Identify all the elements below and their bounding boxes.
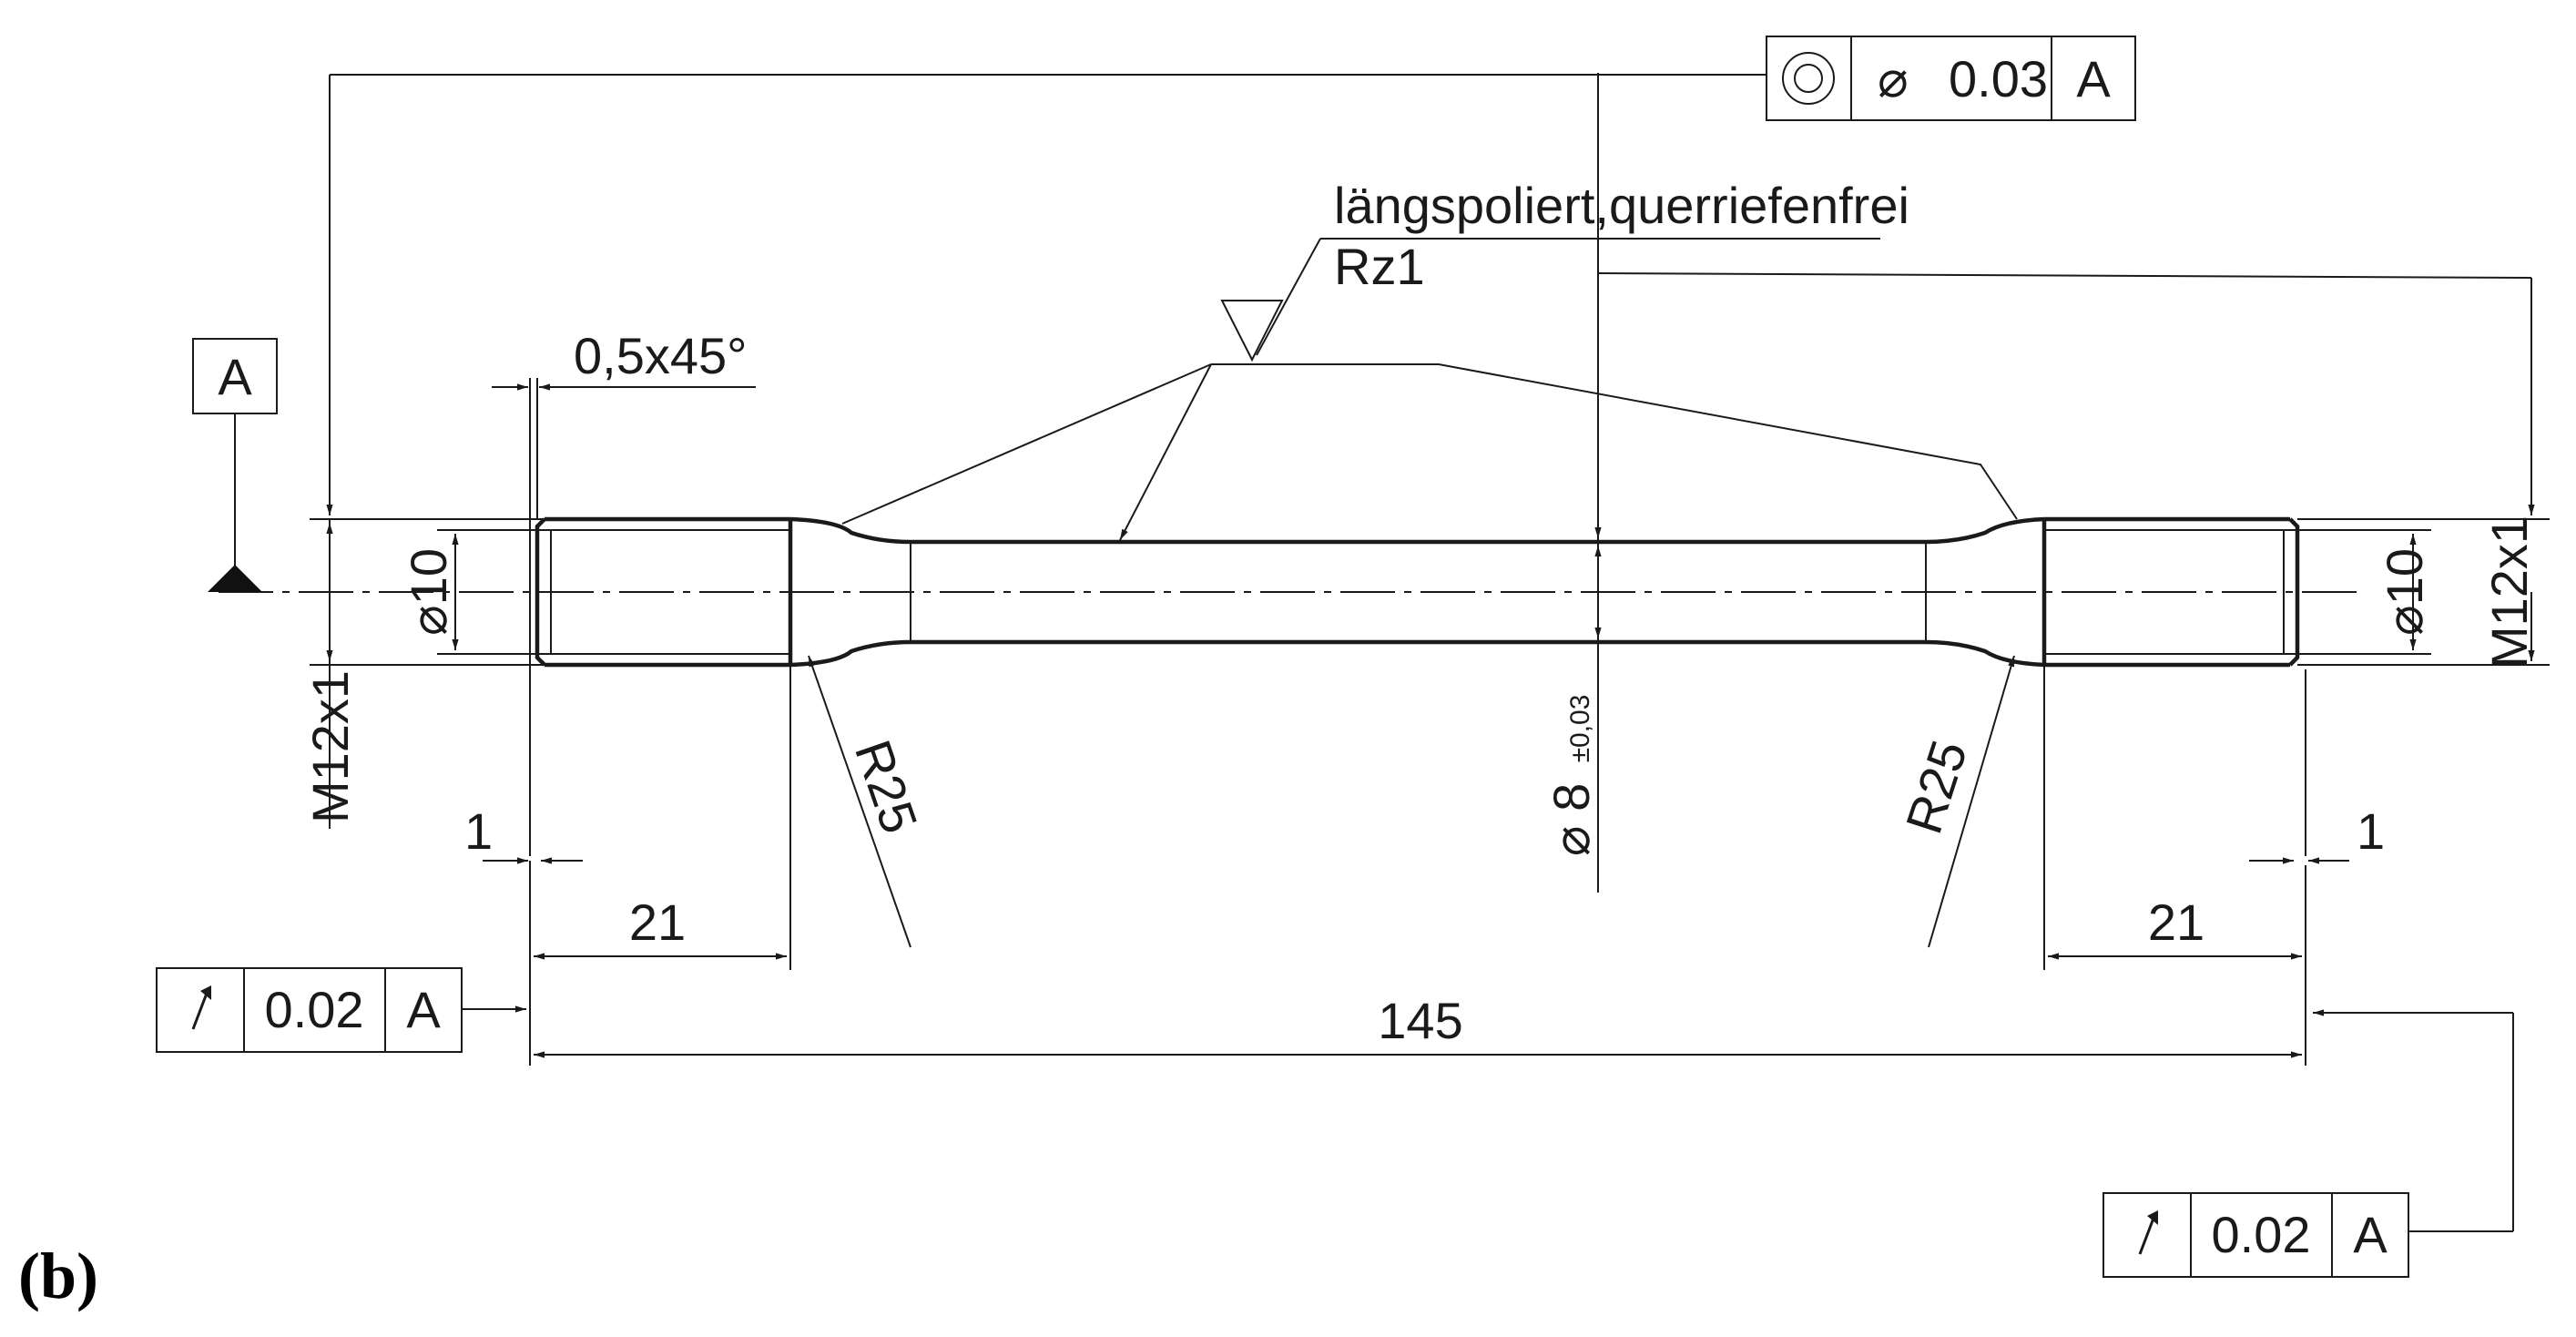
runout-left-icon bbox=[191, 985, 211, 1030]
surface-finish-callout: längspoliert,querriefenfrei Rz1 bbox=[841, 177, 2018, 541]
concentricity-datum: A bbox=[2076, 50, 2111, 107]
offset-right-label: 1 bbox=[2357, 802, 2385, 860]
dim-grip-right: 21 bbox=[2043, 665, 2306, 1066]
dia-left-label: ⌀10 bbox=[400, 548, 457, 636]
dim-dia-right: ⌀10 bbox=[2290, 529, 2433, 655]
dim-offset-left: 1 bbox=[464, 802, 583, 864]
surface-note-line1: längspoliert,querriefenfrei bbox=[1334, 177, 1909, 234]
chamfer-label: 0,5x45° bbox=[574, 327, 748, 384]
grip-left-label: 21 bbox=[629, 893, 686, 951]
gauge-tol-label: ±0,03 bbox=[1565, 695, 1595, 763]
dim-thread-left: M12x1 bbox=[301, 518, 545, 829]
dim-thread-right: M12x1 bbox=[2297, 464, 2550, 668]
thread-left-label: M12x1 bbox=[301, 670, 359, 823]
offset-left-label: 1 bbox=[464, 802, 493, 860]
panel-label: (b) bbox=[18, 1240, 98, 1312]
runout-right-datum: A bbox=[2353, 1206, 2388, 1263]
runout-frame-left: 0.02 A bbox=[156, 967, 526, 1053]
dim-overall: 145 bbox=[529, 861, 2302, 1066]
concentricity-icon bbox=[1782, 52, 1835, 105]
runout-left-tolerance: 0.02 bbox=[265, 981, 364, 1038]
concentricity-tolerance: 0.03 bbox=[1949, 50, 2048, 107]
runout-left-datum: A bbox=[406, 981, 441, 1038]
chamfer-callout: 0,5x45° bbox=[492, 327, 756, 856]
dim-radius-left: R25 bbox=[808, 655, 929, 948]
dim-offset-right: 1 bbox=[2249, 669, 2385, 864]
radius-left-label: R25 bbox=[844, 733, 929, 841]
gauge-dia-label: ⌀ 8 bbox=[1543, 783, 1600, 856]
overall-label: 145 bbox=[1378, 992, 1462, 1049]
dim-radius-right: R25 bbox=[1895, 655, 2015, 948]
dim-grip-left: 21 bbox=[534, 665, 791, 970]
runout-frame-right: 0.02 A bbox=[2103, 1009, 2514, 1278]
runout-right-tolerance: 0.02 bbox=[2212, 1206, 2311, 1263]
thread-right-label: M12x1 bbox=[2480, 515, 2538, 668]
dim-dia-left: ⌀10 bbox=[400, 529, 545, 655]
dim-gauge-diameter: ⌀ 8 ±0,03 bbox=[1543, 73, 1602, 893]
datum-a-symbol: A bbox=[192, 338, 278, 592]
surface-note-line2: Rz1 bbox=[1334, 238, 1425, 295]
dia-right-label: ⌀10 bbox=[2376, 548, 2433, 636]
concentricity-frame: ⌀ 0.03 A bbox=[326, 36, 2532, 515]
grip-right-label: 21 bbox=[2148, 893, 2204, 951]
concentricity-dia-symbol: ⌀ bbox=[1878, 50, 1909, 107]
datum-a-letter: A bbox=[218, 348, 252, 405]
specimen-body bbox=[535, 516, 2300, 668]
runout-right-icon bbox=[2138, 1210, 2158, 1255]
